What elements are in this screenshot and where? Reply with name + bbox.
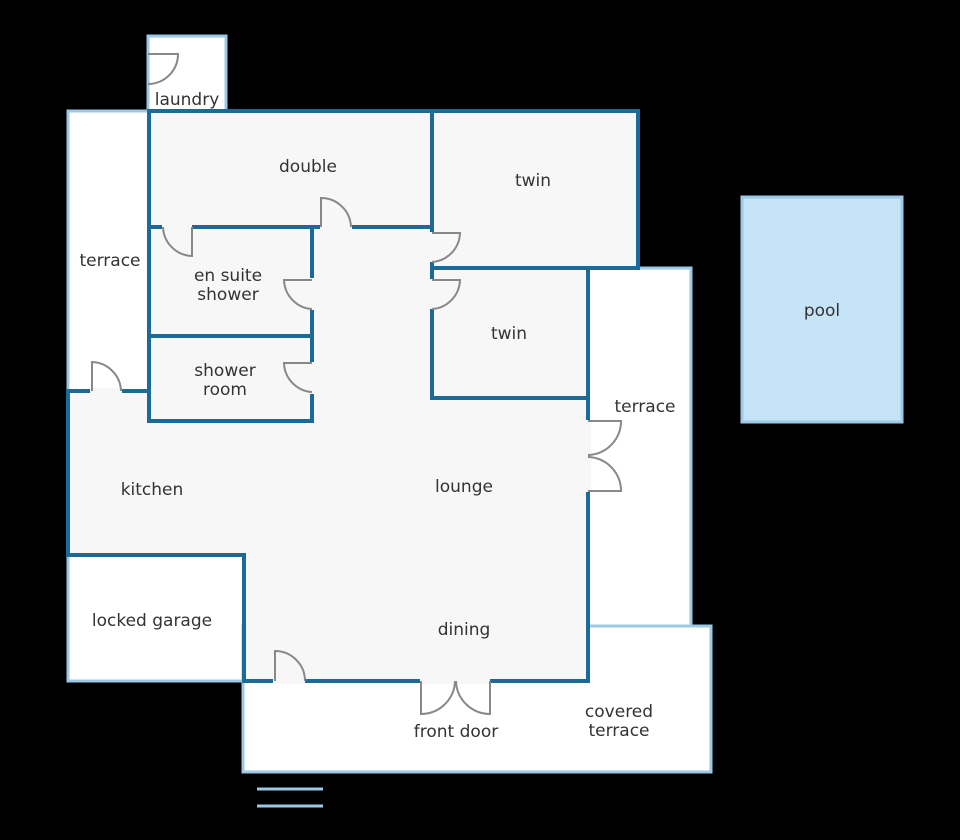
door-front-right xyxy=(455,680,491,716)
label-lounge: lounge xyxy=(435,477,493,497)
label-twin-mid: twin xyxy=(491,324,527,344)
label-locked-garage: locked garage xyxy=(92,611,212,631)
door-twin-top xyxy=(431,232,462,263)
label-pool: pool xyxy=(804,301,840,321)
label-double: double xyxy=(279,157,337,177)
door-terrace-right-1 xyxy=(587,420,623,456)
interior-walls xyxy=(147,109,590,423)
door-swings xyxy=(91,53,623,716)
house-interior xyxy=(68,111,638,681)
label-front-door: front door xyxy=(414,722,498,742)
door-en-suite xyxy=(162,226,193,258)
door-kitchen-terrace xyxy=(91,360,122,392)
terrace-left-area xyxy=(66,109,151,393)
label-terrace-right: terrace xyxy=(614,397,675,417)
label-shower-room-2: room xyxy=(203,380,247,400)
scale-lines xyxy=(257,787,323,808)
door-en-suite-hall xyxy=(282,279,313,310)
label-terrace-left: terrace xyxy=(79,251,140,271)
door-double xyxy=(320,196,352,228)
door-dining xyxy=(274,649,306,682)
door-front-left xyxy=(420,680,456,716)
door-twin-mid xyxy=(431,279,462,310)
terrace-right-area xyxy=(586,266,693,630)
label-dining: dining xyxy=(438,620,491,640)
label-twin-top: twin xyxy=(515,171,551,191)
door-terrace-right-2 xyxy=(587,456,623,492)
door-laundry xyxy=(147,53,180,85)
label-en-suite-1: en suite xyxy=(194,266,262,286)
door-shower-room xyxy=(282,362,313,393)
label-en-suite-2: shower xyxy=(197,285,258,305)
label-kitchen: kitchen xyxy=(121,480,184,500)
label-shower-room-1: shower xyxy=(194,361,255,381)
label-covered-terrace-1: covered xyxy=(585,702,653,722)
label-laundry: laundry xyxy=(155,90,220,110)
pool-area xyxy=(740,195,904,424)
label-covered-terrace-2: terrace xyxy=(588,721,649,741)
